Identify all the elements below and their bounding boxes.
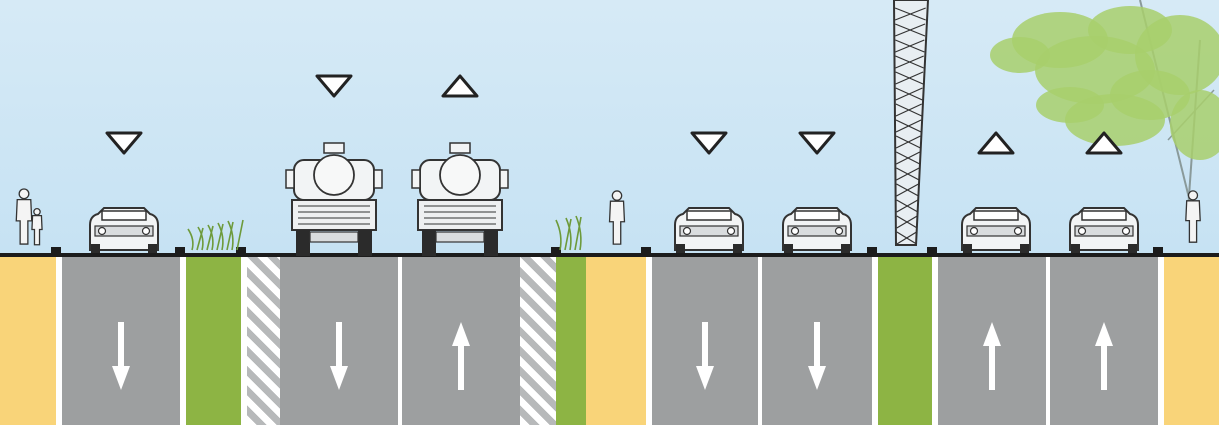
median-grass (187, 219, 244, 251)
curb-block (867, 247, 877, 257)
sidewalk-strip (1164, 255, 1219, 425)
pedestrian-icon (1185, 190, 1201, 243)
lane-marking (398, 262, 402, 425)
lane-marking (1046, 262, 1050, 425)
curb-line (0, 253, 1219, 257)
arrow-icon (330, 322, 348, 390)
arrow-icon (452, 322, 470, 390)
direction-triangle-icon (441, 74, 479, 98)
car (674, 207, 744, 253)
curb-block (51, 247, 61, 257)
pedestrian-icon (608, 190, 626, 245)
direction-triangle-icon (977, 131, 1015, 155)
arrow-icon (696, 322, 714, 390)
arrow-icon (808, 322, 826, 390)
lane-marking (758, 262, 762, 425)
arrow-icon (112, 322, 130, 390)
curb-block (641, 247, 651, 257)
hatch-strip (247, 255, 280, 425)
car (782, 207, 852, 253)
pylon-icon (892, 0, 930, 246)
sidewalk-strip (0, 255, 56, 425)
median-strip (878, 255, 932, 425)
arrow-icon (983, 322, 1001, 390)
curb-block (175, 247, 185, 257)
direction-triangle-icon (1085, 131, 1123, 155)
curb-block (236, 247, 246, 257)
median-strip (556, 255, 586, 425)
curb-block (1153, 247, 1163, 257)
car (89, 207, 159, 253)
median-strip (186, 255, 241, 425)
curb-block (927, 247, 937, 257)
direction-triangle-icon (690, 131, 728, 155)
arrow-icon (1095, 322, 1113, 390)
car (961, 207, 1031, 253)
car (1069, 207, 1139, 253)
median-grass (555, 215, 582, 251)
tanker-truck (411, 142, 509, 256)
tanker-truck (285, 142, 383, 256)
pedestrian-icon (15, 188, 33, 245)
hatch-strip (520, 255, 556, 425)
curb-block (551, 247, 561, 257)
direction-triangle-icon (105, 131, 143, 155)
direction-triangle-icon (315, 74, 353, 98)
direction-triangle-icon (798, 131, 836, 155)
sidewalk-strip (586, 255, 646, 425)
tree-icon (990, 0, 1219, 211)
pedestrian-icon (31, 207, 43, 246)
